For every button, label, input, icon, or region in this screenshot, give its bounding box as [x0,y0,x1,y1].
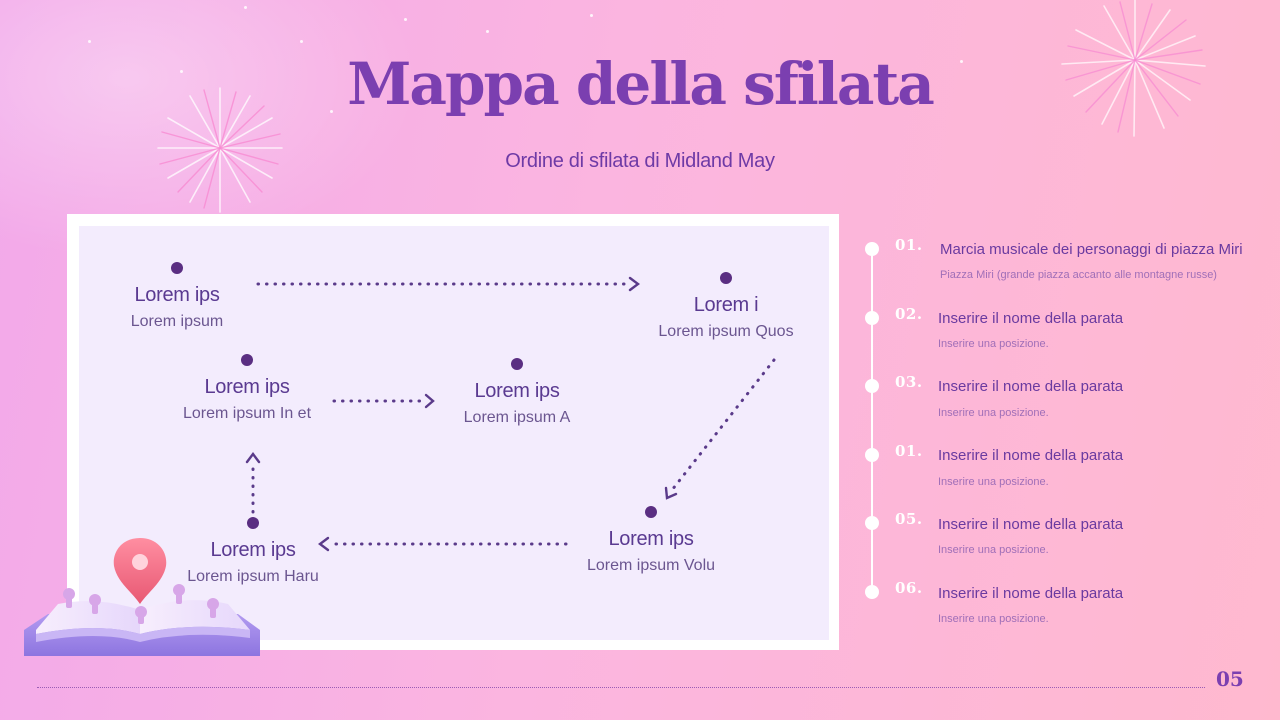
map-node: Lorem ips Lorem ipsum In et [172,354,322,423]
sparkle [330,110,333,113]
timeline-title: Inserire il nome della parata [938,378,1124,395]
open-map-book-icon [24,538,260,656]
map-node-dot [645,506,657,518]
map-node-subtitle: Lorem ipsum In et [182,405,312,422]
map-node-subtitle: Lorem ipsum Quos [658,323,794,340]
sparkle [180,70,183,73]
timeline-number: 05. [895,510,923,528]
sparkle [590,14,593,17]
sparkle [486,30,489,33]
map-node-dot [247,517,259,529]
timeline-location: Inserire una posizione. [938,338,1049,350]
map-node-title: Lorem ips [608,528,694,550]
timeline-number: 03. [895,373,923,391]
timeline-dot [865,448,879,462]
map-node-subtitle: Lorem ipsum Haru [187,568,319,585]
timeline-dot [865,516,879,530]
firework-icon [1061,0,1206,137]
map-node: Lorem ips Lorem ipsum [118,262,236,331]
sparkle [960,60,963,63]
map-node-title: Lorem ips [204,376,290,398]
map-node: Lorem ips Lorem ipsum Haru [176,517,330,586]
timeline-title: Inserire il nome della parata [938,310,1124,327]
page-number: 05 [1216,667,1244,691]
map-node: Lorem ips Lorem ipsum Volu [576,506,726,575]
timeline-number: 01. [895,236,923,254]
map-node-subtitle: Lorem ipsum A [463,409,571,426]
map-node-title: Lorem ips [134,284,220,306]
sparkle [404,18,407,21]
map-node: Lorem ips Lorem ipsum A [452,358,582,427]
timeline-number: 02. [895,305,923,323]
map-node-subtitle: Lorem ipsum [130,313,224,330]
timeline-location: Inserire una posizione. [938,613,1049,625]
map-node-title: Lorem ips [210,539,296,561]
map-pin-icon [113,538,167,604]
timeline-title: Marcia musicale dei personaggi di piazza… [940,241,1243,258]
map-node-subtitle: Lorem ipsum Volu [586,557,716,574]
page-title: Mappa della sfilata [347,50,935,118]
timeline-number: 01. [895,442,923,460]
sparkle [300,40,303,43]
timeline-location: Piazza Miri (grande piazza accanto alle … [940,269,1217,281]
timeline-location: Inserire una posizione. [938,544,1049,556]
timeline-dot [865,242,879,256]
map-node-dot [241,354,253,366]
sparkle [88,40,91,43]
firework-icon [157,87,283,213]
map-node: Lorem i Lorem ipsum Quos [645,272,807,341]
page-subtitle: Ordine di sfilata di Midland May [505,150,775,172]
map-node-dot [720,272,732,284]
timeline-title: Inserire il nome della parata [938,585,1124,602]
map-node-dot [511,358,523,370]
timeline-location: Inserire una posizione. [938,407,1049,419]
map-node-dot [171,262,183,274]
map-node-title: Lorem ips [474,380,560,402]
timeline-dot [865,585,879,599]
footer-divider [37,687,1205,688]
timeline-number: 06. [895,579,923,597]
timeline-location: Inserire una posizione. [938,476,1049,488]
sparkle [244,6,247,9]
timeline-line [871,248,873,590]
timeline-dot [865,379,879,393]
timeline-dot [865,311,879,325]
map-node-title: Lorem i [693,294,759,316]
timeline-title: Inserire il nome della parata [938,447,1124,464]
timeline-title: Inserire il nome della parata [938,516,1124,533]
